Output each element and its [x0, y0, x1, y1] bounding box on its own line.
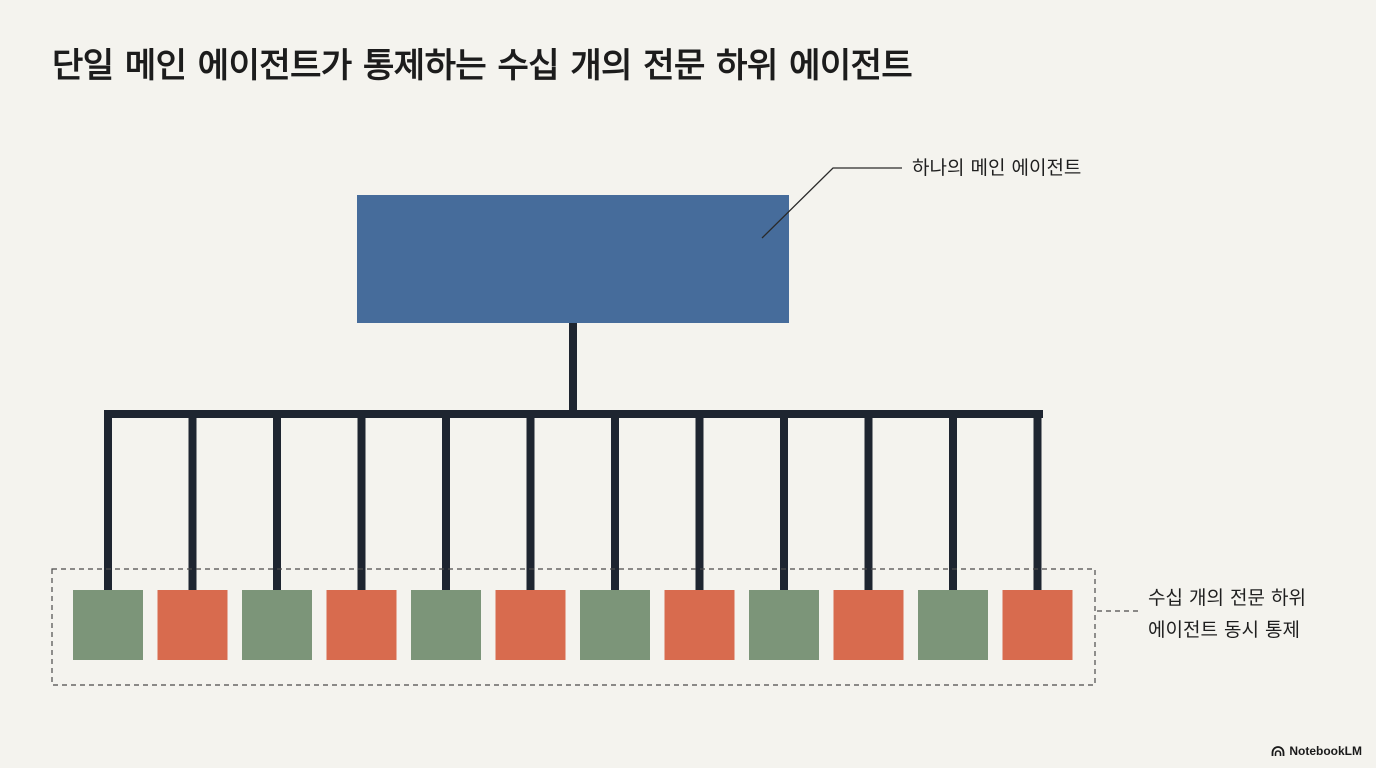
- sub-agents-label: 수십 개의 전문 하위 에이전트 동시 통제: [1148, 582, 1306, 646]
- sub-agent-box: [580, 590, 650, 660]
- sub-agent-box: [242, 590, 312, 660]
- sub-agent-box: [157, 590, 228, 660]
- main-agent-leader-line: [761, 167, 902, 239]
- notebooklm-logo-icon: [1271, 745, 1285, 756]
- sub-agents-label-line2: 에이전트 동시 통제: [1148, 619, 1300, 641]
- sub-agent-box: [749, 590, 819, 660]
- brand-name: NotebookLM: [1289, 744, 1362, 758]
- sub-agent-box: [1002, 590, 1073, 660]
- sub-agent-box: [73, 590, 143, 660]
- sub-agent-box: [411, 590, 481, 660]
- sub-agent-box: [495, 590, 566, 660]
- sub-agent-box: [664, 590, 735, 660]
- sub-agents-label-line1: 수십 개의 전문 하위: [1148, 587, 1306, 609]
- page-title: 단일 메인 에이전트가 통제하는 수십 개의 전문 하위 에이전트: [52, 46, 913, 86]
- sub-agent-box: [326, 590, 397, 660]
- main-agent-box: [357, 195, 789, 323]
- sub-agent-box: [833, 590, 904, 660]
- main-agent-label: 하나의 메인 에이전트: [912, 157, 1082, 179]
- notebooklm-brand: NotebookLM: [1271, 744, 1362, 758]
- sub-agents-group-frame: [51, 568, 1096, 686]
- sub-agent-box: [918, 590, 988, 660]
